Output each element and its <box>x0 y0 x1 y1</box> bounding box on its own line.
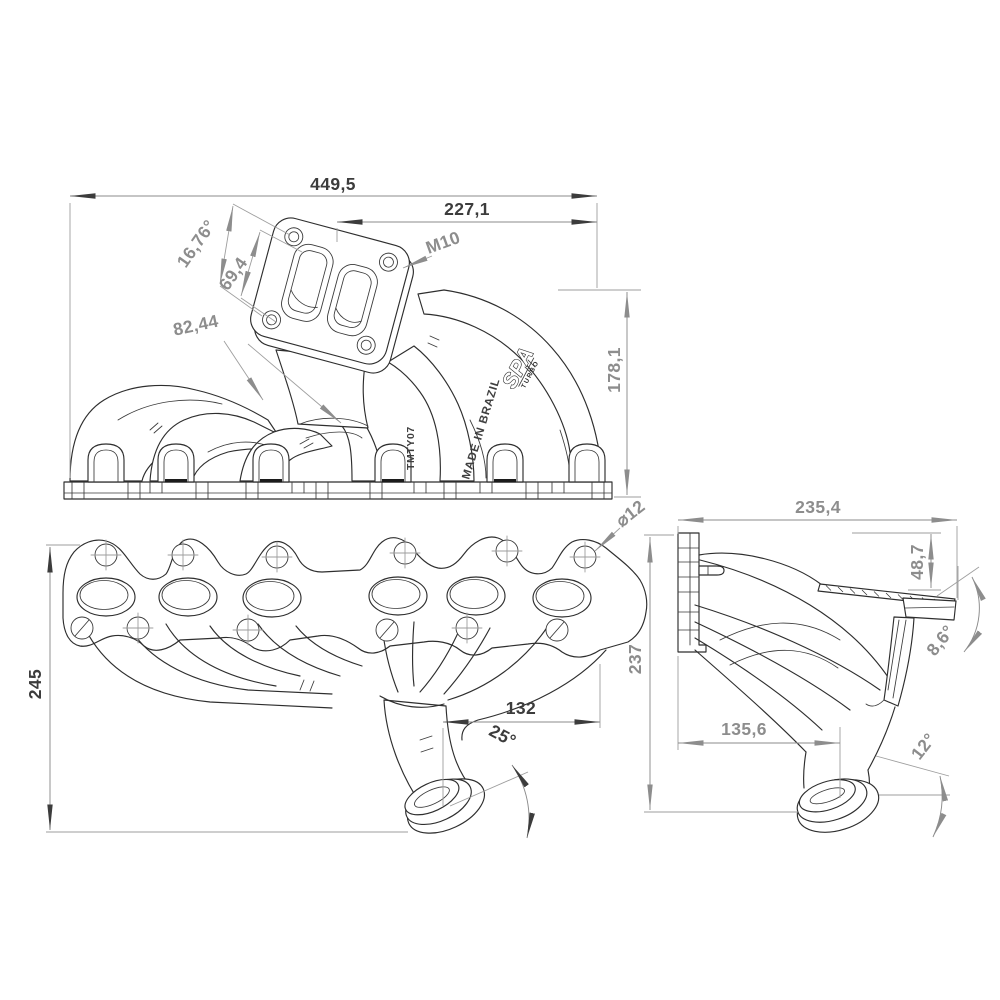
flange-bolt-hole <box>356 335 376 355</box>
turbo-flange-port-left <box>281 243 334 322</box>
plan-dimensions: 245 ⌀12 132 25° <box>25 496 649 839</box>
plan-exhaust-ports <box>76 576 592 618</box>
end-inlet-flange <box>677 532 725 653</box>
dim-wastegate-offset: 135,6 <box>721 719 767 739</box>
end-turbo-flange <box>817 583 957 707</box>
dim-end-overall-height: 237 <box>625 644 645 674</box>
dim-overall-height: 178,1 <box>604 347 624 393</box>
dim-runner-spacing: 82,44 <box>171 311 220 340</box>
end-mounting-stud <box>698 565 725 576</box>
plan-bolt-holes <box>70 535 601 646</box>
turbo-flange-face <box>250 217 410 365</box>
dim-wastegate-angle: 12° <box>907 729 940 763</box>
dim-flange-width: 69,4 <box>215 253 252 294</box>
side-bolt-bosses <box>87 443 606 483</box>
dim-overall-depth: 235,4 <box>795 497 841 517</box>
dim-flange-offset: 227,1 <box>444 199 490 219</box>
side-base-flange <box>63 481 613 500</box>
dim-overall-width: 449,5 <box>310 174 356 194</box>
dim-flange-angle: 16,76° <box>173 216 220 271</box>
plan-outlet-vband-flange <box>404 778 485 834</box>
view-end-elevation: 235,4 48,7 8,6° 237 135,6 12° <box>625 497 986 838</box>
dim-outlet-offset: 132 <box>506 698 536 718</box>
dim-flange-length: 245 <box>25 669 45 699</box>
flange-bolt-hole <box>284 227 304 247</box>
view-plan: 245 ⌀12 132 25° <box>25 496 649 839</box>
side-base-flange-ticks <box>71 481 605 500</box>
dim-outlet-angle: 25° <box>486 720 520 751</box>
part-number-text: TMTY07 <box>405 426 417 470</box>
plan-flange-outline <box>62 536 648 658</box>
end-collector-body <box>694 552 896 799</box>
flange-bolt-hole <box>379 252 398 272</box>
dim-turbo-flange-angle: 8,6° <box>922 621 958 659</box>
turbo-flange-port-right <box>326 264 378 337</box>
view-side-elevation: SPA TURBO TMTY07 MADE IN BRAZIL 449,5 22… <box>63 174 641 500</box>
side-turbo-flange <box>250 217 414 374</box>
dim-bolt-hole-diameter: ⌀12 <box>612 496 649 531</box>
side-collector-neck <box>275 349 369 439</box>
dim-stud-thread: M10 <box>423 227 463 258</box>
dim-flange-drop: 48,7 <box>907 544 927 580</box>
